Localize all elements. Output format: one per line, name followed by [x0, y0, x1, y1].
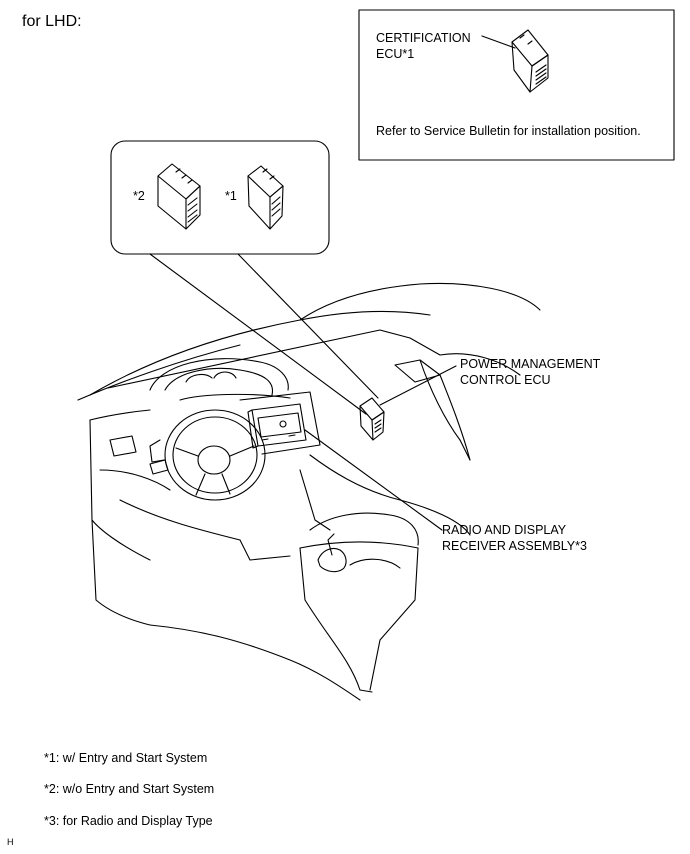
- certification-ecu-label-line2: ECU*1: [376, 47, 415, 61]
- certification-ecu-part: [511, 29, 549, 93]
- inset-marker-w-entry: *1: [225, 189, 237, 203]
- power-management-ecu-label-line1: POWER MANAGEMENT: [460, 357, 601, 371]
- radio-receiver-label: RADIO AND DISPLAY RECEIVER ASSEMBLY*3: [442, 522, 587, 554]
- center-console: [299, 512, 419, 693]
- footnote-2: *2: w/o Entry and Start System: [44, 782, 215, 796]
- radio-receiver-label-line2: RECEIVER ASSEMBLY*3: [442, 539, 587, 553]
- lower-dash-outline: [91, 454, 471, 626]
- certification-box-frame: [358, 9, 675, 161]
- windshield-outline: [77, 282, 541, 401]
- power-ecu-leader: [379, 365, 457, 406]
- inset-leader-right: [237, 253, 379, 399]
- inset-leader-left: [149, 253, 367, 415]
- certification-ecu-label: CERTIFICATION ECU*1: [376, 30, 471, 62]
- footnote-1: *1: w/ Entry and Start System: [44, 751, 208, 765]
- power-management-ecu-part: [359, 397, 385, 441]
- left-vent-outline: [89, 409, 171, 561]
- inset-part-w-entry: [247, 165, 284, 230]
- inset-marker-w-o-entry: *2: [133, 189, 145, 203]
- certification-note: Refer to Service Bulletin for installati…: [376, 124, 641, 138]
- radio-leader: [304, 429, 443, 531]
- certification-leader: [481, 35, 516, 49]
- certification-ecu-label-line1: CERTIFICATION: [376, 31, 471, 45]
- right-dash-outline: [394, 359, 471, 461]
- floor-outline: [149, 624, 361, 701]
- radio-unit-outline: [239, 391, 321, 455]
- inset-part-w-o-entry: [157, 163, 201, 230]
- instrument-hood: [149, 358, 291, 401]
- radio-receiver-label-line1: RADIO AND DISPLAY: [442, 523, 567, 537]
- footnote-3: *3: for Radio and Display Type: [44, 814, 213, 828]
- power-management-ecu-label: POWER MANAGEMENT CONTROL ECU: [460, 356, 600, 388]
- section-heading: for LHD:: [22, 13, 82, 30]
- power-management-ecu-label-line2: CONTROL ECU: [460, 373, 551, 387]
- steering-wheel: [149, 409, 266, 501]
- corner-code: H: [7, 837, 14, 847]
